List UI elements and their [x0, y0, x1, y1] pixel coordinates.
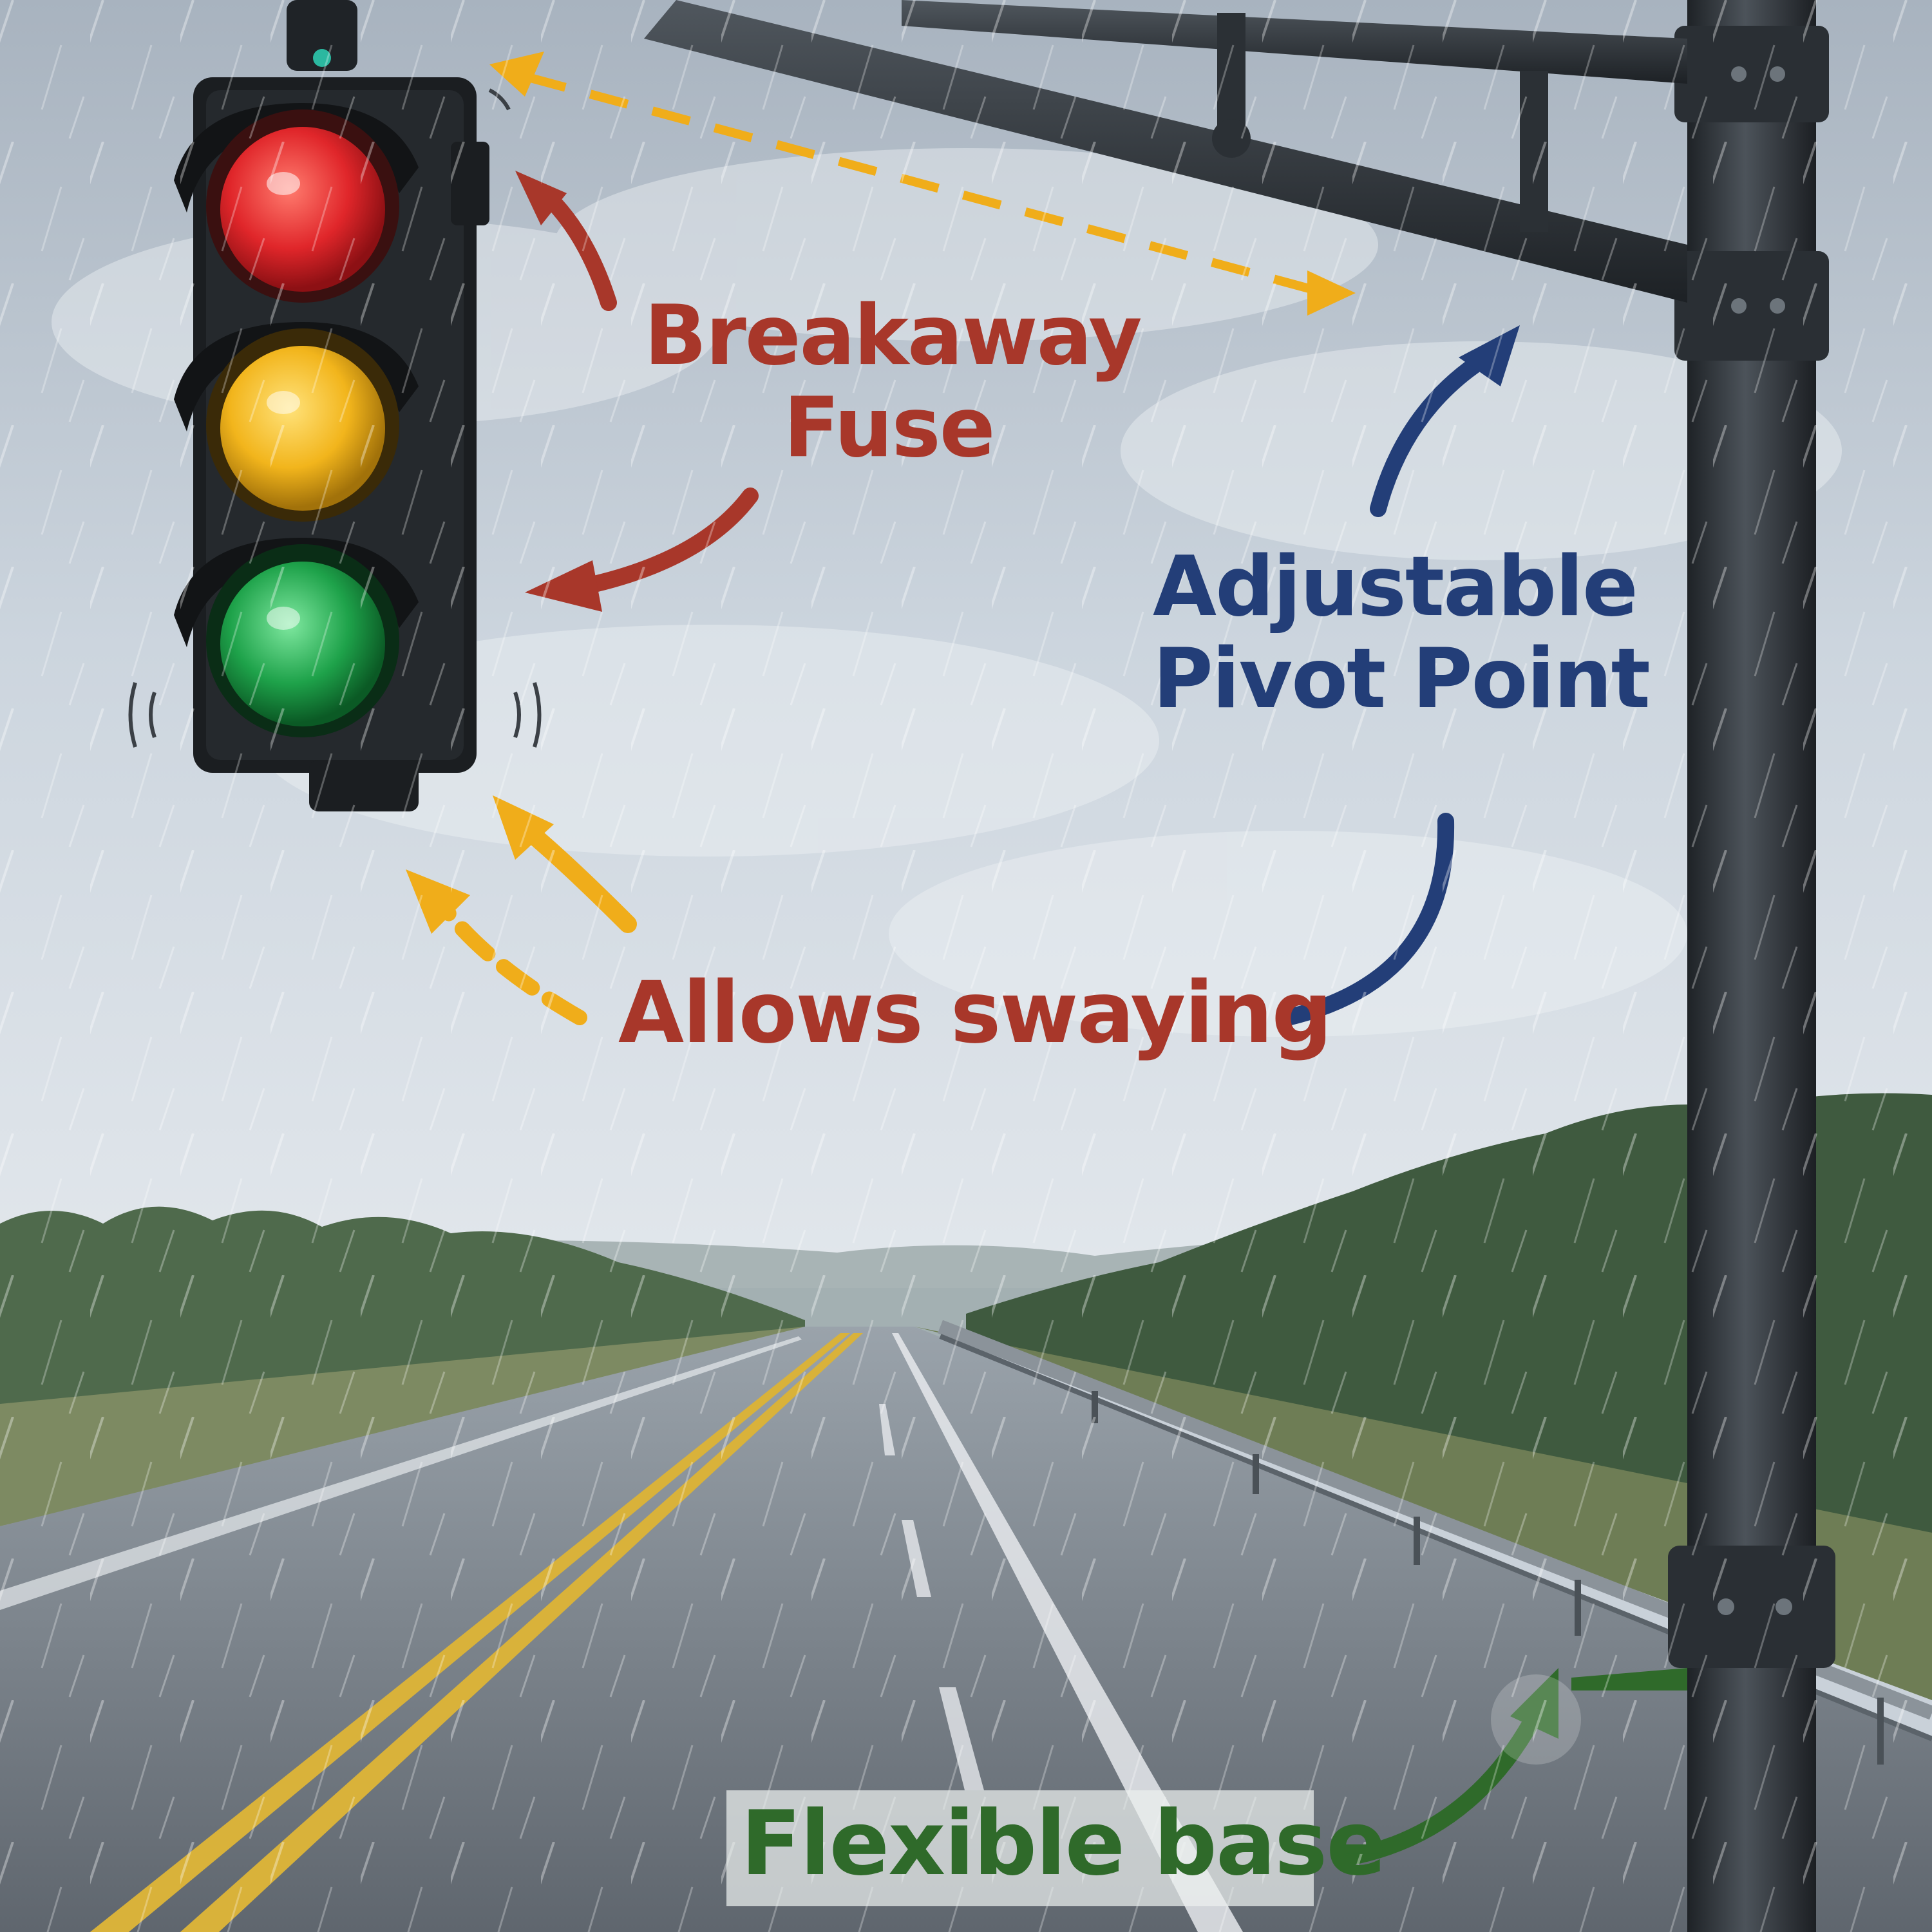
- allows-swaying-label: Allows swaying: [618, 963, 1332, 1063]
- flexible-base-label-box: [726, 1790, 1314, 1906]
- breakaway-fuse-label: Breakaway Fuse: [644, 288, 1142, 477]
- flexible-base-label: Flexible base: [741, 1792, 1387, 1895]
- pivot-point-line1: Adjustable: [1153, 539, 1638, 635]
- breakaway-fuse-line1: Breakaway: [644, 288, 1142, 384]
- pivot-point-line2: Pivot Point: [1153, 631, 1651, 728]
- pivot-point-label: Adjustable Pivot Point: [1153, 539, 1651, 728]
- breakaway-fuse-line2: Fuse: [783, 380, 995, 477]
